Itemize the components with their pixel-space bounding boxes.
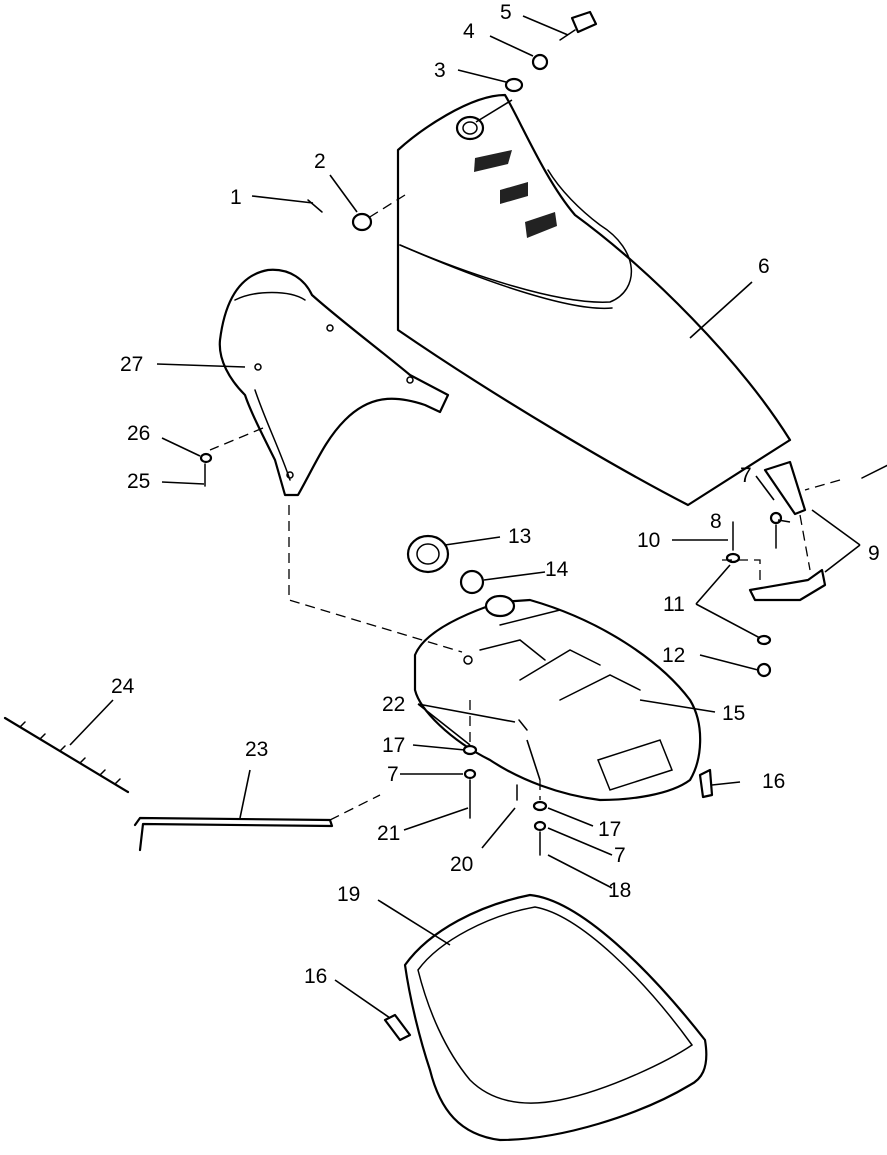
callout-5: 5 bbox=[500, 1, 512, 24]
leader-lines bbox=[69, 15, 861, 1019]
part-2-washer bbox=[351, 212, 373, 232]
callout-7-middle: 7 bbox=[387, 763, 399, 786]
part-3-washer bbox=[504, 77, 524, 93]
assembly-lines bbox=[209, 194, 841, 821]
part-17-washer bbox=[462, 744, 478, 756]
callout-21: 21 bbox=[377, 822, 400, 845]
callout-27: 27 bbox=[120, 353, 143, 376]
callout-10: 10 bbox=[637, 529, 660, 552]
part-16-plug-b bbox=[383, 1013, 412, 1042]
part-11-washer bbox=[725, 552, 741, 564]
callout-6: 6 bbox=[758, 255, 770, 278]
part-7-washer-b bbox=[533, 820, 547, 832]
part-22-clip bbox=[518, 719, 528, 731]
callout-7-lower: 7 bbox=[614, 844, 626, 867]
part-1-pin bbox=[307, 199, 323, 213]
part-9-bolt bbox=[861, 464, 887, 479]
callout-20: 20 bbox=[450, 853, 473, 876]
part-16-plug bbox=[698, 768, 714, 799]
part-17-washer-b bbox=[532, 800, 548, 812]
callout-4: 4 bbox=[463, 20, 475, 43]
part-11-washer-lower bbox=[756, 634, 772, 646]
callout-17-left: 17 bbox=[382, 734, 405, 757]
callout-12: 12 bbox=[662, 644, 685, 667]
part-27-mount-bracket bbox=[218, 268, 450, 497]
callout-24: 24 bbox=[111, 675, 135, 698]
callout-18: 18 bbox=[608, 879, 631, 902]
part-6-seat-hood bbox=[396, 93, 792, 507]
callout-26: 26 bbox=[127, 422, 150, 445]
hardware-fasteners bbox=[199, 10, 887, 1042]
callout-labels: 1 2 3 4 5 6 7 7 7 8 9 10 11 12 13 14 15 … bbox=[111, 1, 880, 988]
callout-17-right: 17 bbox=[598, 818, 621, 841]
part-4-nut bbox=[531, 53, 549, 71]
callout-3: 3 bbox=[434, 59, 446, 82]
callout-19: 19 bbox=[337, 883, 360, 906]
callout-11: 11 bbox=[663, 593, 685, 616]
part-8-nut bbox=[769, 511, 783, 525]
part-7-washer bbox=[463, 768, 477, 780]
callout-23: 23 bbox=[245, 738, 268, 761]
callout-16-left: 16 bbox=[304, 965, 327, 988]
part-26-washer bbox=[199, 452, 213, 464]
callout-25: 25 bbox=[127, 470, 150, 493]
callout-13: 13 bbox=[508, 525, 531, 548]
part-23-rod bbox=[133, 816, 334, 852]
callout-1: 1 bbox=[230, 186, 242, 209]
part-15-tank bbox=[413, 594, 702, 802]
part-13-filler-cap bbox=[406, 534, 450, 574]
callout-8: 8 bbox=[710, 510, 722, 533]
callout-14: 14 bbox=[545, 558, 569, 581]
callout-16-right: 16 bbox=[762, 770, 785, 793]
part-19-tray bbox=[403, 893, 708, 1142]
part-14-grommet bbox=[459, 569, 485, 595]
callout-2: 2 bbox=[314, 150, 326, 173]
callout-22: 22 bbox=[382, 693, 405, 716]
callout-7-upper: 7 bbox=[740, 464, 752, 487]
part-24-threaded-rod bbox=[3, 716, 130, 794]
part-5-knob bbox=[570, 10, 598, 34]
part-9-bracket bbox=[748, 460, 827, 602]
callout-9: 9 bbox=[868, 542, 880, 565]
part-12-nut bbox=[756, 662, 772, 678]
callout-15: 15 bbox=[722, 702, 745, 725]
